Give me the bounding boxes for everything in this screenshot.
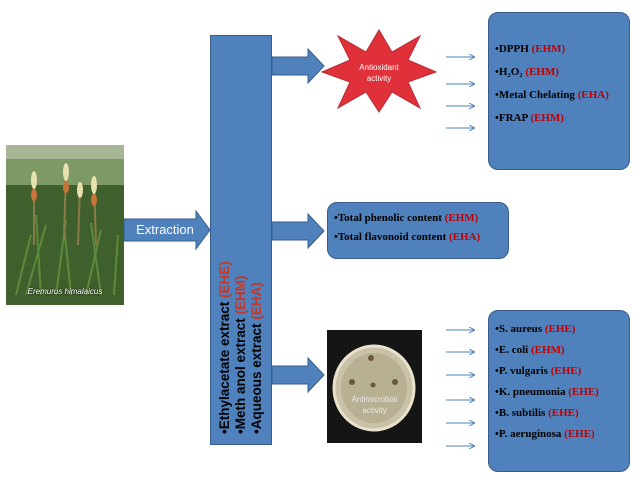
antioxidant-results-box: •DPPH (EHM) •H₂O₂ (EHM) •Metal Chelating… — [488, 12, 630, 170]
plant-caption: Eremurus himalaicus — [27, 287, 103, 296]
plant-illustration — [6, 145, 124, 305]
petri-dish-photo: Antimicrobial activity — [327, 330, 422, 443]
arrow-to-antimicrobial — [271, 356, 325, 394]
content-results-box: •Total phenolic content (EHM) •Total fla… — [327, 202, 509, 259]
extract-aqueous: •Aqueous extract (EHA) — [249, 282, 264, 434]
petri-dish-illustration — [327, 330, 422, 443]
antimicrobial-item: •P. vulgaris (EHE) — [495, 365, 582, 377]
antimicrobial-label: Antimicrobial activity — [351, 395, 398, 415]
extract-ethylacetate: •Ethylacetate extract (EHE) — [217, 261, 232, 434]
content-item: •Total phenolic content (EHM) — [334, 212, 479, 224]
extraction-arrow — [123, 209, 211, 251]
arrow-to-antioxidant — [271, 47, 325, 85]
antioxidant-item: •Metal Chelating (EHA) — [495, 89, 609, 101]
extracts-box: •Ethylacetate extract (EHE) •Meth anol e… — [210, 35, 272, 445]
content-item: •Total flavonoid content (EHA) — [334, 231, 481, 243]
antimicrobial-item: •S. aureus (EHE) — [495, 323, 576, 335]
antioxidant-item: •DPPH (EHM) — [495, 43, 566, 55]
antimicrobial-item: •B. subtilis (EHE) — [495, 407, 579, 419]
extract-methanol: •Meth anol extract (EHM) — [233, 275, 248, 434]
antioxidant-item: •H₂O₂ (EHM) — [495, 66, 559, 78]
antioxidant-item: •FRAP (EHM) — [495, 112, 564, 124]
arrow-to-content — [271, 212, 325, 250]
antioxidant-star — [320, 29, 438, 113]
antioxidant-label: Antioxidant activity — [359, 63, 399, 83]
extracts-list: •Ethylacetate extract (EHE) •Meth anol e… — [217, 40, 265, 440]
antimicrobial-item: •P. aeruginosa (EHE) — [495, 428, 595, 440]
extraction-label: Extraction — [136, 222, 194, 237]
plant-photo: Eremurus himalaicus — [6, 145, 124, 305]
antimicrobial-item: •E. coli (EHM) — [495, 344, 565, 356]
antimicrobial-results-box: •S. aureus (EHE) •E. coli (EHM) •P. vulg… — [488, 310, 630, 472]
antimicrobial-item: •K. pneumonia (EHE) — [495, 386, 599, 398]
